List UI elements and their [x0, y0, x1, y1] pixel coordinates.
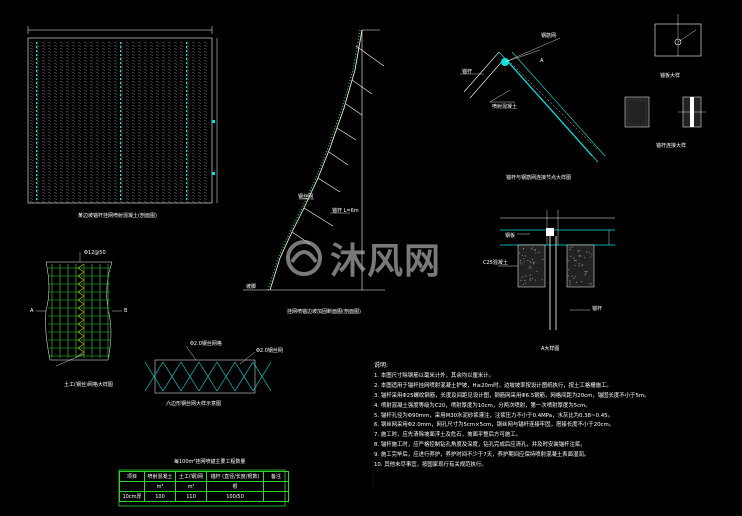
table-cell — [263, 491, 289, 502]
table-header-cell: 土工(钢)网 — [175, 471, 207, 482]
table-unit-cell: m² — [175, 481, 207, 492]
table-header-cell: 备注 — [263, 471, 289, 482]
caption-grid: 土工(钢丝)网格大样图 — [64, 382, 113, 388]
table-title: 每100m²挂网喷锚主要工程数量 — [174, 459, 246, 465]
plan-label-3: 钢板 — [505, 233, 516, 239]
mesh-label-left: Φ2.0钢丝网格 — [190, 341, 222, 347]
notes-item: 1. 本图尺寸除钢筋以毫米计外，其余均以厘米计。 — [374, 372, 495, 379]
watermark-text: 沐风网 — [330, 241, 442, 282]
watermark: 沐风网 — [282, 232, 441, 284]
table-unit-cell: m³ — [144, 481, 176, 492]
anchor-head-detail — [460, 37, 606, 163]
table-unit-cell: 根 — [206, 481, 264, 492]
notes-item: 2. 本图适用于锚杆挂网喷射混凝土护坡，H≤20m时，边坡坡率按设计图纸执行，按… — [374, 382, 612, 389]
table-header-cell: 项目 — [119, 471, 145, 482]
small-details — [624, 14, 706, 128]
anchor-label-1: 锚杆 — [462, 69, 473, 75]
notes-item: 5. 锚杆孔径为Φ90mm，采用M30水泥砂浆灌注，注浆压力不小于0.4MPa，… — [374, 412, 613, 419]
table-header-cell: 喷射混凝土 — [144, 471, 176, 482]
elevation-panel — [27, 26, 218, 204]
table-cell: 100 — [144, 491, 176, 502]
caption-mesh: 六边形钢丝网大样示意图 — [166, 401, 222, 407]
notes-item: 9. 施工完毕后，应进行养护，养护时间不少于7天，养护期间应保持喷射混凝土表面湿… — [374, 452, 590, 459]
grid-label-top: Φ12@50 — [84, 250, 106, 256]
table-unit-cell — [263, 481, 289, 492]
anchor-label-2: 钢筋网 — [541, 33, 557, 39]
table-header-cell: 锚杆 (直径/长度/根数) — [206, 471, 264, 482]
notes-item: 10. 其他未尽事宜，按国家现行有关规范执行。 — [374, 462, 487, 469]
table-cell: 10cm厚 — [119, 491, 145, 502]
table-cell: 110 — [175, 491, 207, 502]
grid-detail — [36, 252, 122, 367]
caption-small-bottom: 锚杆连接大样 — [656, 143, 687, 149]
table-cell: 100/50 — [206, 491, 264, 502]
notes-item: 8. 锚杆施工时，应严格控制钻孔角度及深度，钻孔完成后应清孔，并及时安装锚杆注浆… — [374, 442, 586, 449]
notes-item: 3. 锚杆采用Φ25螺纹钢筋，长度及间距见设计图，钢筋网采用Φ6.5钢筋，网格间… — [374, 392, 650, 399]
notes-block: 说明: 1. 本图尺寸除钢筋以毫米计外，其余均以厘米计。 2. 本图适用于锚杆挂… — [374, 361, 734, 471]
table-units-row: m³ m² 根 — [119, 481, 289, 492]
hex-mesh-detail — [144, 345, 272, 394]
mesh-label-right: Φ2.0钢丝网 — [256, 348, 283, 354]
notes-item: 7. 施工时，应先清除坡面浮土及危石，坡面平整后方可施工。 — [374, 432, 522, 439]
slope-mesh-label: 钢丝网 — [298, 194, 314, 200]
grid-label-b: B — [124, 308, 128, 314]
notes-item: 6. 钢丝网采用Φ2.0mm，网孔尺寸为5cm×5cm，钢丝网与锚杆连接牢固，搭… — [374, 422, 615, 429]
slope-base-label: 坡脚 — [246, 284, 257, 290]
caption-section-slope: 挂网喷锚边坡加固断面图(剖面图) — [287, 309, 361, 315]
watermark-logo-icon — [286, 240, 322, 276]
plan-label-2: 锚杆 — [592, 306, 603, 312]
caption-plan: A大样图 — [541, 346, 560, 352]
grid-label-a: A — [30, 308, 34, 314]
notes-title: 说明: — [374, 362, 389, 369]
caption-small-top: 锚板大样 — [660, 73, 681, 79]
plan-label-1: C25混凝土 — [483, 260, 508, 266]
notes-item: 4. 喷射混凝土强度等级为C20，喷射厚度为10cm，分两次喷射，第一次喷射厚度… — [374, 402, 591, 409]
anchor-label-a: A — [540, 58, 544, 64]
anchor-label-3: 喷射混凝土 — [492, 104, 518, 110]
plan-detail — [498, 210, 615, 330]
caption-panel-main: 某边坡锚杆挂网喷射混凝土(剖面图) — [78, 213, 157, 219]
caption-anchor-head: 锚杆与钢筋网连接节点大样图 — [506, 175, 572, 181]
slope-anchor-label: 锚杆 L=6m — [332, 208, 359, 214]
table-row: 10cm厚 100 110 100/50 — [119, 491, 289, 502]
table-header-row: 项目 喷射混凝土 土工(钢)网 锚杆 (直径/长度/根数) 备注 — [119, 471, 289, 482]
quantity-table: 项目 喷射混凝土 土工(钢)网 锚杆 (直径/长度/根数) 备注 m³ m² 根… — [119, 471, 289, 502]
table-unit-cell — [119, 481, 145, 492]
